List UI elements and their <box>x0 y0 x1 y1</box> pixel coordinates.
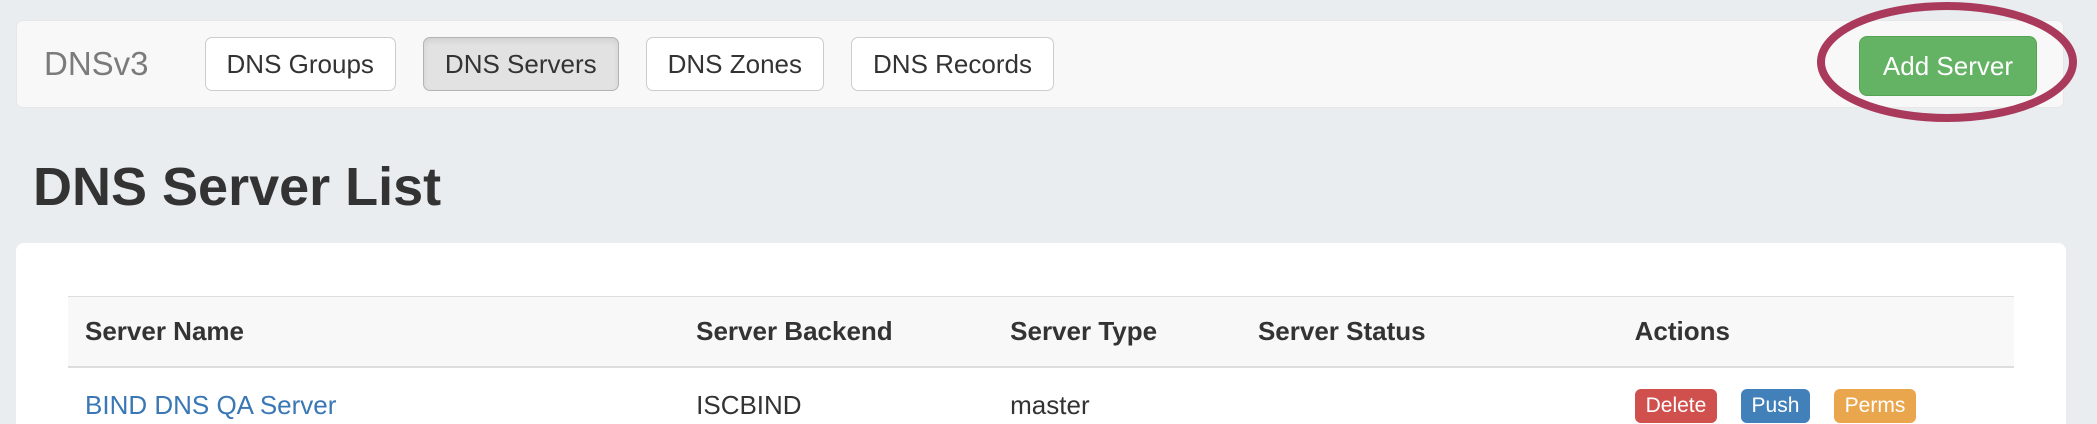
table-row: BIND DNS QA Server ISCBIND master Delete… <box>68 367 2014 424</box>
column-header-server-status: Server Status <box>1240 296 1618 368</box>
navbar: DNSv3 DNS Groups DNS Servers DNS Zones D… <box>16 20 2064 108</box>
nav-button-dns-records[interactable]: DNS Records <box>851 37 1054 91</box>
server-name-link[interactable]: BIND DNS QA Server <box>85 390 337 420</box>
cell-server-type: master <box>1010 390 1090 420</box>
server-table: Server Name Server Backend Server Type S… <box>68 296 2014 424</box>
server-list-card: Server Name Server Backend Server Type S… <box>16 243 2066 424</box>
table-header-row: Server Name Server Backend Server Type S… <box>68 296 2014 368</box>
cell-server-name: BIND DNS QA Server <box>68 367 679 424</box>
push-button[interactable]: Push <box>1740 389 1811 423</box>
cell-server-backend: ISCBIND <box>696 390 802 420</box>
nav-button-dns-zones[interactable]: DNS Zones <box>645 37 825 91</box>
nav-button-dns-groups[interactable]: DNS Groups <box>204 37 396 91</box>
add-server-button[interactable]: Add Server <box>1858 36 2037 96</box>
column-header-server-backend: Server Backend <box>679 296 994 368</box>
nav-button-dns-servers[interactable]: DNS Servers <box>422 37 619 91</box>
delete-button[interactable]: Delete <box>1634 389 1718 423</box>
column-header-server-name: Server Name <box>68 296 680 368</box>
column-header-server-type: Server Type <box>993 296 1241 368</box>
perms-button[interactable]: Perms <box>1833 389 1917 423</box>
cell-server-status <box>1241 367 1618 424</box>
brand-logo: DNSv3 <box>44 45 149 82</box>
page-title: DNS Server List <box>33 157 442 217</box>
column-header-actions: Actions <box>1617 296 2014 368</box>
cell-actions: Delete Push Perms <box>1618 367 2014 424</box>
